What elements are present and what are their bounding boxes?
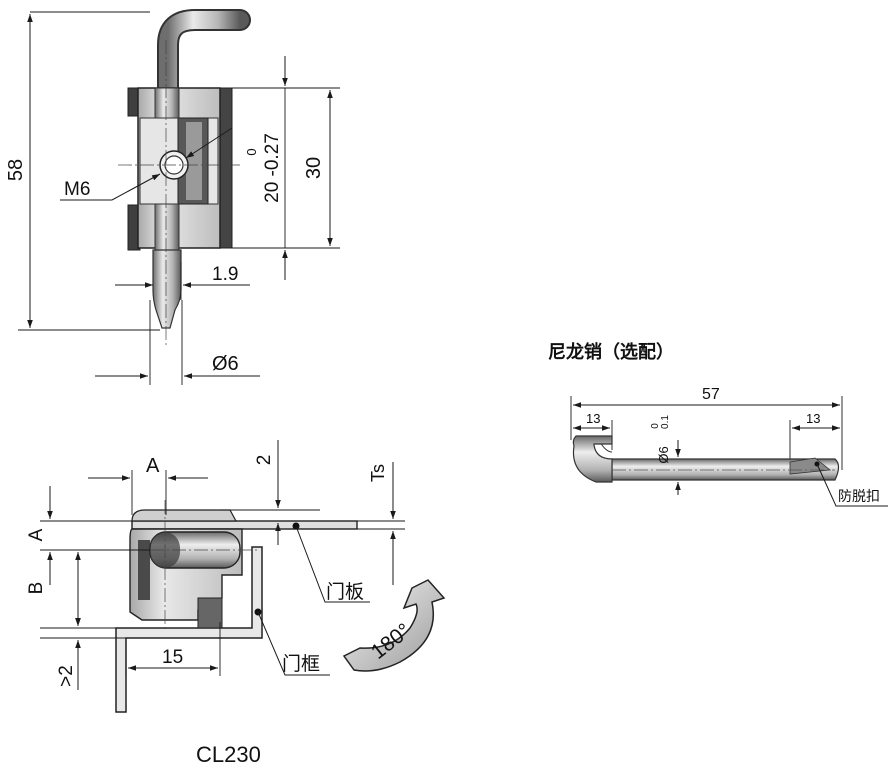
dim-gt2: >2 — [56, 665, 77, 687]
side-view-dimensions: A A B >2 15 2 Ts 门板 门框 — [26, 440, 446, 690]
top-view-dimensions: 58 M6 0 20 -0.27 30 1.9 Ø6 — [5, 11, 340, 385]
hinge-side-view — [115, 500, 358, 713]
nylon-tol-lower: 0.1 — [660, 415, 671, 429]
label-anti-drop: 防脱扣 — [838, 489, 880, 505]
nylon-tol-upper: 0 — [650, 423, 661, 429]
nylon-pin-section: 尼龙销（选配） 57 13 13 Ø6 0 0.1 防脱扣 — [548, 341, 888, 507]
dim-dia-6: Ø6 — [212, 353, 239, 375]
label-door-panel: 门板 — [326, 581, 364, 603]
label-door-frame: 门框 — [282, 653, 320, 675]
dim-a-top: A — [146, 455, 160, 477]
dim-ts: Ts — [368, 464, 388, 482]
model-label: CL230 — [196, 742, 261, 767]
dim-a-left: A — [26, 528, 47, 541]
dim-58: 58 — [5, 159, 27, 181]
dim-30: 30 — [303, 157, 325, 179]
dim-b: B — [26, 582, 47, 595]
nylon-dim-dia: Ø6 — [656, 446, 671, 463]
dim-20-tol: 20 -0.27 — [262, 133, 283, 203]
nylon-pin-title: 尼龙销（选配） — [548, 341, 674, 363]
dim-13-right: 13 — [806, 411, 820, 426]
dim-57: 57 — [702, 386, 720, 403]
dim-1-9: 1.9 — [212, 264, 238, 285]
dim-15: 15 — [162, 647, 183, 668]
dim-tol-upper: 0 — [244, 148, 259, 155]
dim-13-left: 13 — [586, 411, 600, 426]
dim-2: 2 — [254, 455, 275, 466]
dim-m6: M6 — [64, 179, 90, 200]
hinge-front-view — [118, 9, 251, 345]
